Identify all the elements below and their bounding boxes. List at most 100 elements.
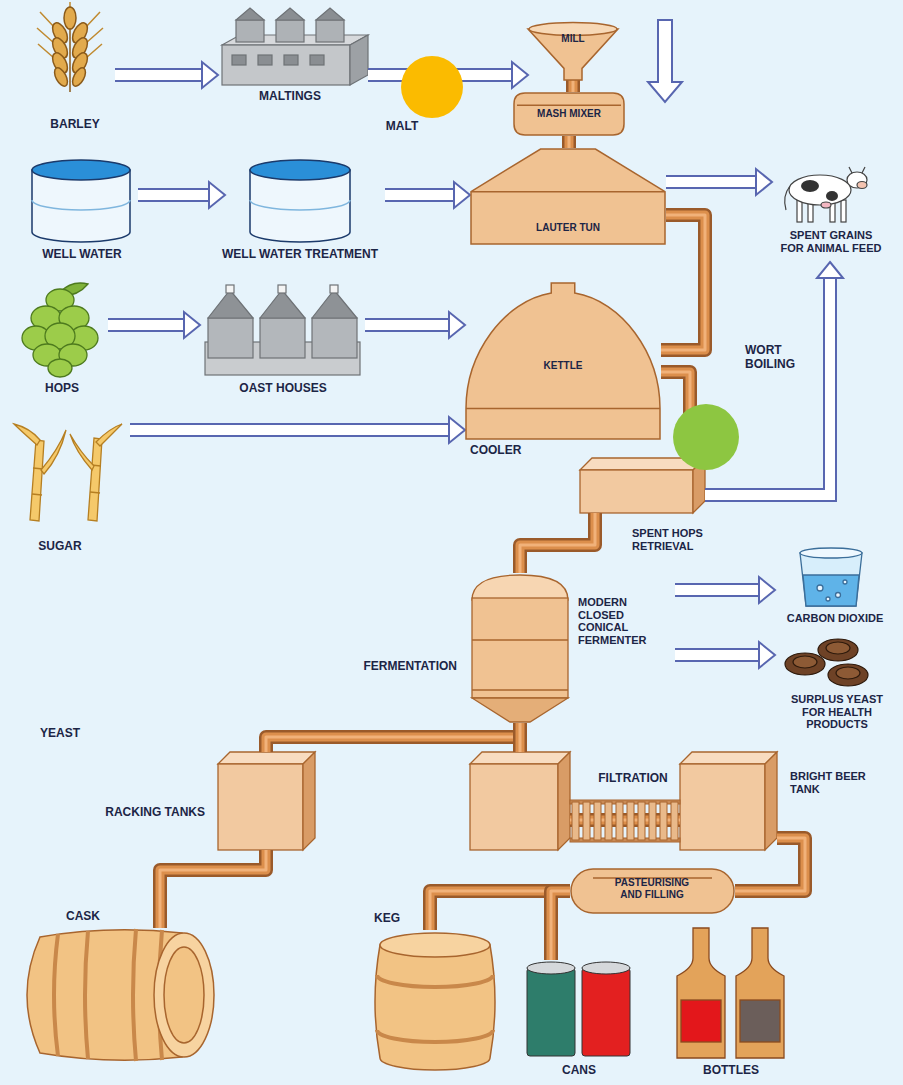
pipe-body — [160, 850, 266, 928]
pipe-wall — [661, 215, 705, 350]
animal-feed-node: SPENT GRAINS FOR ANIMAL FEED — [772, 165, 890, 262]
water-tank — [32, 160, 130, 242]
yeast-disc-top — [793, 656, 817, 668]
cask-node: CASK — [12, 928, 217, 1060]
arrow-outline — [385, 188, 454, 202]
annotation-label: MALT — [372, 120, 432, 134]
drink-cans — [527, 962, 630, 1056]
tank-band — [250, 200, 350, 210]
pipe-connector — [551, 891, 570, 960]
pipe-connector — [573, 80, 574, 92]
cow-horn — [849, 167, 865, 173]
barley-grain — [52, 66, 70, 88]
caption-label: CASK — [66, 910, 126, 924]
pipe-shine — [551, 891, 570, 960]
red-can — [582, 968, 630, 1056]
caption-label: CANS — [539, 1064, 619, 1078]
oast-houses — [205, 285, 360, 375]
cow-patch — [826, 191, 838, 201]
green-can — [527, 968, 575, 1056]
grey-label — [740, 1000, 780, 1042]
arrow-head — [449, 417, 465, 443]
caption-label: FERMENTATION — [327, 660, 457, 674]
annotation-label: WORT BOILING — [745, 344, 807, 372]
pipe-wall — [551, 891, 570, 960]
beaker-liquid — [803, 575, 859, 606]
cask-end-inner — [164, 947, 204, 1043]
pipe-connector — [520, 513, 595, 573]
box-side — [558, 752, 570, 850]
filter-plate — [616, 802, 623, 840]
pipe-wall — [520, 513, 595, 573]
pipe-shine — [160, 850, 266, 928]
cans-node: CANS — [527, 960, 632, 1080]
filter-plate — [638, 802, 645, 840]
flow-arrow — [138, 182, 225, 208]
box-front — [680, 764, 765, 850]
filter-plate — [649, 802, 656, 840]
beaker-rim — [800, 548, 862, 558]
vessel-shape — [514, 93, 624, 135]
kettle-vessel: KETTLE — [465, 282, 661, 440]
marker-dot — [673, 404, 739, 470]
annotation-label: YEAST — [40, 727, 120, 741]
arrow-head — [759, 642, 775, 668]
barley-node: BARLEY — [35, 8, 115, 138]
flow-arrow — [365, 312, 465, 338]
lauter-tun-vessel: LAUTER TUN — [470, 148, 666, 245]
tank-water — [250, 160, 350, 180]
cane-stalk — [88, 438, 102, 521]
flow-arrow — [385, 182, 470, 208]
pipe-wall — [160, 850, 266, 928]
vessel-label: PASTEURISING AND FILLING — [606, 877, 698, 900]
fermenter-dome — [472, 575, 568, 600]
mash-mixer-vessel: MASH MIXER — [513, 92, 625, 136]
treatment-tank-node: WELL WATER TREATMENT — [225, 150, 385, 265]
pipe-body — [551, 891, 570, 960]
oast-cowl — [226, 285, 234, 293]
pipe-body — [565, 136, 574, 148]
maltings-silo-cap — [316, 8, 344, 20]
amber-bottle — [677, 928, 725, 1058]
conical-fermenter — [472, 575, 568, 722]
cow-body — [789, 175, 851, 205]
arrow-shaft — [675, 650, 759, 660]
cane-leaf — [14, 424, 40, 445]
cow-muzzle — [857, 182, 867, 189]
oast-kiln — [312, 318, 357, 358]
box-side — [303, 752, 315, 850]
flow-arrow — [115, 62, 218, 88]
can-top — [527, 962, 575, 974]
pipe-shine — [568, 136, 571, 148]
maltings-window — [310, 55, 324, 65]
filter-plate — [594, 802, 601, 840]
arrow-shaft — [138, 190, 209, 200]
annotation-label: COOLER — [470, 444, 550, 458]
cane-leaf — [70, 434, 94, 470]
filter-plate — [572, 802, 579, 840]
box-top — [218, 752, 315, 764]
vessel-shape — [466, 408, 660, 410]
filter-plate — [627, 802, 634, 840]
pipe-body — [735, 838, 805, 891]
pipe-wall — [566, 80, 580, 92]
caption-label: BOTTLES — [681, 1064, 781, 1078]
arrow-shaft — [365, 320, 449, 330]
box-front — [218, 764, 303, 850]
barley-grain — [64, 7, 76, 29]
caption-label: SUGAR — [20, 540, 100, 554]
pipe-shine — [735, 838, 805, 891]
pipe-wall — [562, 136, 576, 148]
cow-patch — [801, 180, 819, 192]
pipe-connector — [735, 838, 805, 891]
marker-dot — [401, 56, 463, 118]
bright-beer-tank: BRIGHT BEER TANK — [680, 752, 777, 850]
pipe-shine — [266, 723, 520, 752]
water-tank-node: WELL WATER — [28, 150, 138, 265]
arrow-outline — [675, 583, 759, 597]
beer-bottles — [677, 928, 784, 1058]
keg-node: KEG — [372, 930, 497, 1070]
vessel-shape — [571, 869, 734, 913]
arrow-head — [759, 577, 775, 603]
box-top — [470, 752, 570, 764]
